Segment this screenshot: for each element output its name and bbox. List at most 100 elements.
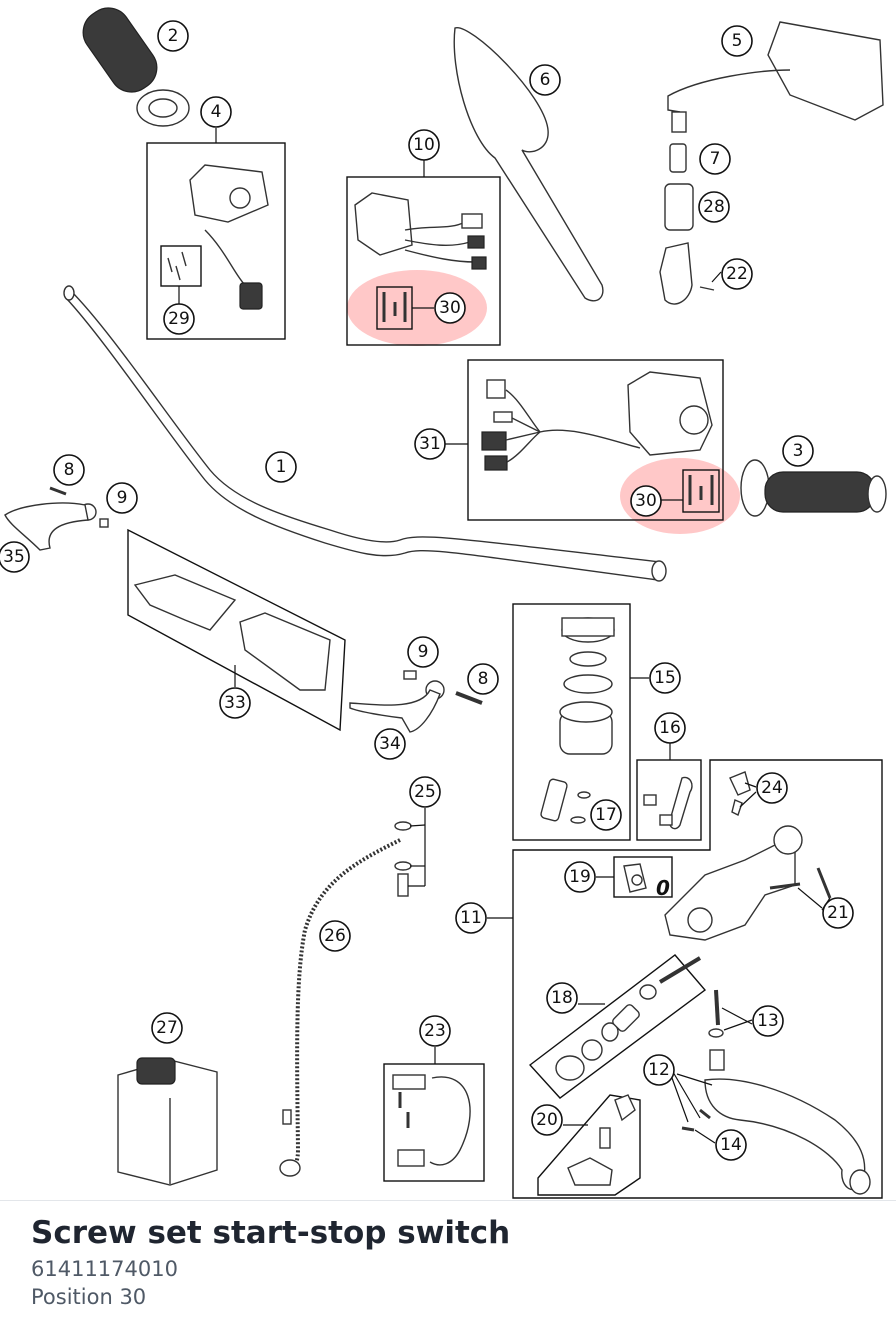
switch-10-part[interactable] bbox=[354, 192, 487, 270]
callout-1[interactable]: 1 bbox=[265, 451, 297, 483]
callout-19[interactable]: 19 bbox=[564, 861, 596, 893]
piston-kit-18-box bbox=[528, 954, 707, 1099]
svg-text:7: 7 bbox=[710, 149, 721, 169]
callout-26[interactable]: 26 bbox=[319, 920, 351, 952]
reservoir-15-parts[interactable] bbox=[540, 617, 615, 824]
screws-29[interactable] bbox=[167, 251, 187, 281]
callout-27[interactable]: 27 bbox=[151, 1012, 183, 1044]
master-cylinder-body[interactable] bbox=[664, 825, 803, 941]
callout-9-right[interactable]: 9 bbox=[407, 636, 439, 668]
callout-14[interactable]: 14 bbox=[715, 1129, 747, 1161]
callout-30-left[interactable]: 30 bbox=[434, 292, 466, 324]
svg-text:23: 23 bbox=[424, 1021, 446, 1041]
svg-text:22: 22 bbox=[726, 264, 748, 284]
lever-part[interactable] bbox=[704, 1049, 871, 1195]
fitting-19-part[interactable] bbox=[623, 863, 647, 893]
callout-23[interactable]: 23 bbox=[419, 1015, 451, 1047]
handguard-right-parts[interactable] bbox=[349, 670, 483, 733]
switch-left-part[interactable] bbox=[189, 164, 269, 310]
left-grip-part[interactable] bbox=[75, 0, 190, 127]
callout-18[interactable]: 18 bbox=[546, 982, 578, 1014]
svg-text:25: 25 bbox=[414, 782, 436, 802]
callout-6[interactable]: 6 bbox=[529, 64, 561, 96]
svg-text:8: 8 bbox=[478, 669, 489, 689]
callout-8-left[interactable]: 8 bbox=[53, 454, 85, 486]
callout-17[interactable]: 17 bbox=[590, 799, 622, 831]
handguard-left-parts[interactable] bbox=[4, 486, 109, 551]
brake-switch-23-box bbox=[383, 1063, 485, 1182]
callout-28[interactable]: 28 bbox=[698, 191, 730, 223]
callout-16[interactable]: 16 bbox=[654, 712, 686, 744]
svg-text:29: 29 bbox=[168, 309, 190, 329]
bracket-16-parts[interactable] bbox=[643, 776, 693, 830]
callout-29[interactable]: 29 bbox=[163, 303, 195, 335]
handguards-33-parts[interactable] bbox=[133, 574, 331, 691]
callout-25[interactable]: 25 bbox=[409, 776, 441, 808]
part-number: 61411174010 bbox=[31, 1257, 178, 1281]
piston-kit-18-parts[interactable] bbox=[555, 956, 702, 1081]
spacer-28-part[interactable] bbox=[664, 183, 694, 231]
callout-22[interactable]: 22 bbox=[721, 258, 753, 290]
brake-switch-23-parts[interactable] bbox=[392, 1074, 471, 1167]
switch-20-parts[interactable] bbox=[567, 1094, 636, 1186]
svg-text:2: 2 bbox=[168, 26, 179, 46]
callout-7[interactable]: 7 bbox=[699, 143, 731, 175]
callout-24[interactable]: 24 bbox=[756, 772, 788, 804]
pins-21[interactable] bbox=[769, 867, 832, 899]
callout-15[interactable]: 15 bbox=[649, 662, 681, 694]
brake-fluid-27[interactable] bbox=[117, 1057, 218, 1186]
mirror-part[interactable] bbox=[667, 21, 884, 133]
callout-30-right[interactable]: 30 bbox=[630, 485, 662, 517]
callout-2[interactable]: 2 bbox=[157, 20, 189, 52]
callout-13[interactable]: 13 bbox=[752, 1005, 784, 1037]
callout-5[interactable]: 5 bbox=[721, 25, 753, 57]
callout-31[interactable]: 31 bbox=[414, 428, 446, 460]
svg-text:33: 33 bbox=[224, 693, 246, 713]
bracket-16-box bbox=[636, 759, 702, 841]
switch-31-part[interactable] bbox=[481, 371, 713, 471]
callout-9-left[interactable]: 9 bbox=[106, 482, 138, 514]
callout-12[interactable]: 12 bbox=[643, 1054, 675, 1086]
callout-33[interactable]: 33 bbox=[219, 687, 251, 719]
callout-3[interactable]: 3 bbox=[782, 435, 814, 467]
screws-30-left[interactable] bbox=[382, 292, 407, 322]
callout-10[interactable]: 10 bbox=[408, 129, 440, 161]
screws-14-parts[interactable] bbox=[681, 1108, 711, 1132]
handlebar-part[interactable] bbox=[63, 285, 667, 582]
svg-text:6: 6 bbox=[540, 70, 551, 90]
callout-8-right[interactable]: 8 bbox=[467, 663, 499, 695]
callout-21[interactable]: 21 bbox=[822, 897, 854, 929]
exploded-parts-diagram: 1 2 3 4 5 6 7 8 8 9 9 10 11 12 13 14 15 … bbox=[0, 0, 887, 1199]
clamp-22-part[interactable] bbox=[659, 242, 715, 305]
reservoir-15-box bbox=[512, 603, 631, 841]
svg-text:14: 14 bbox=[720, 1135, 742, 1155]
screw-set-29-box bbox=[160, 245, 202, 287]
svg-text:9: 9 bbox=[418, 642, 429, 662]
svg-text:24: 24 bbox=[761, 778, 783, 798]
svg-text:16: 16 bbox=[659, 718, 681, 738]
callout-11[interactable]: 11 bbox=[455, 902, 487, 934]
adapter-7-part[interactable] bbox=[669, 143, 687, 173]
screws-30-right[interactable] bbox=[688, 475, 714, 505]
svg-text:13: 13 bbox=[757, 1011, 779, 1031]
svg-text:8: 8 bbox=[64, 460, 75, 480]
svg-text:31: 31 bbox=[419, 434, 441, 454]
bolt-13-part[interactable] bbox=[708, 989, 724, 1038]
callout-20[interactable]: 20 bbox=[531, 1104, 563, 1136]
brake-line-26[interactable] bbox=[279, 838, 401, 1177]
callout-35[interactable]: 35 bbox=[0, 541, 30, 573]
callout-4[interactable]: 4 bbox=[200, 96, 232, 128]
svg-text:10: 10 bbox=[413, 135, 435, 155]
svg-text:1: 1 bbox=[276, 457, 287, 477]
reservoir-arm-part[interactable] bbox=[453, 27, 604, 302]
callout-34[interactable]: 34 bbox=[374, 728, 406, 760]
svg-text:15: 15 bbox=[654, 668, 676, 688]
lock-24-parts[interactable] bbox=[729, 771, 751, 816]
handguard-33-box bbox=[127, 528, 346, 732]
right-grip-part[interactable] bbox=[740, 459, 887, 517]
part-position: Position 30 bbox=[31, 1285, 147, 1309]
banjo-bolt-set-25[interactable] bbox=[394, 821, 412, 897]
svg-text:11: 11 bbox=[460, 908, 482, 928]
svg-text:19: 19 bbox=[569, 867, 591, 887]
switch-31-box bbox=[467, 359, 724, 521]
